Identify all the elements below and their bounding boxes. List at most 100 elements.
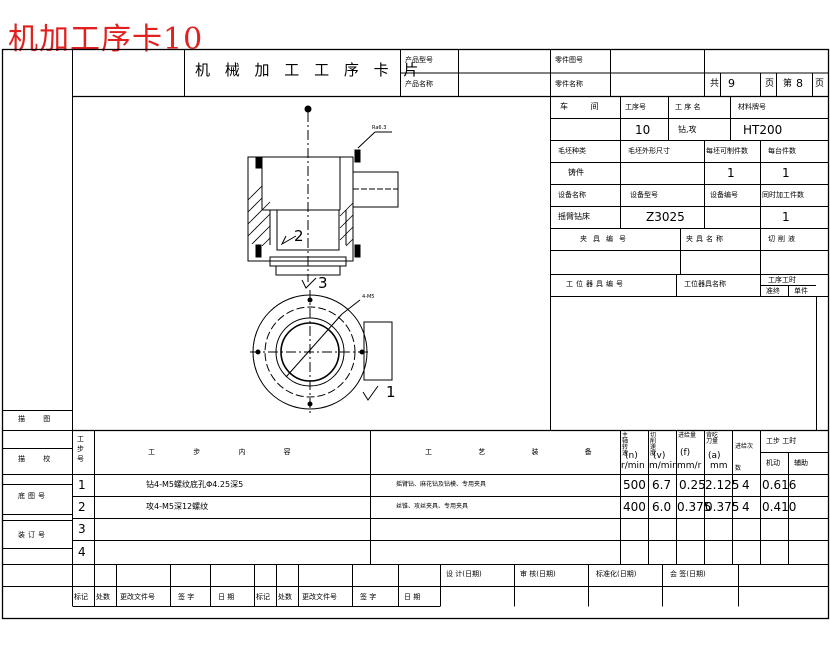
review-label: 审 核(日期): [520, 570, 556, 578]
page-unit: 页: [765, 79, 775, 89]
annotation-1: 1: [386, 383, 396, 401]
row-1-equipment: 摇臂钻、麻花钻及钻模、专用夹具: [396, 481, 487, 488]
roughness-label: Ra6.3: [372, 125, 387, 131]
row-1-passes: 4: [742, 478, 750, 492]
card-title: 机 械 加 工 工 序 卡 片: [195, 61, 424, 79]
col-depth-label: 背吃刀量: [706, 432, 719, 445]
workshop-label: 车 间: [560, 102, 609, 111]
op-no-label: 工序号: [625, 103, 646, 111]
row-2-cut: 6.0: [652, 500, 672, 514]
mark2-label: 标记: [256, 593, 270, 601]
row-2-feed: 0.375: [677, 500, 712, 514]
total-pages: 9: [728, 77, 735, 90]
coolant-label: 切削液: [768, 235, 798, 243]
current-label: 第: [783, 79, 793, 89]
col-time-aux: 辅助: [794, 459, 808, 467]
part-name-label: 零件名称: [555, 80, 583, 88]
time-unit-label: 单件: [794, 287, 808, 295]
col-process-equipment: 工 艺 装 备: [425, 448, 592, 456]
col-feed-unit: mm/r: [677, 461, 702, 471]
row-2-speed: 400: [623, 500, 646, 514]
col-step-time: 工步 工时: [766, 437, 797, 445]
op-name-value: 钻,攻: [678, 125, 697, 134]
label-binding: 装订号: [18, 531, 48, 539]
station-tool-no-label: 工位器具编号: [566, 280, 626, 288]
product-name-label: 产品名称: [405, 80, 433, 88]
row-2-passes: 4: [742, 500, 750, 514]
label-tracing-check: 描 校: [18, 455, 59, 463]
row-2-time-machine: 0.410: [762, 500, 797, 514]
change-doc-label: 更改文件号: [120, 593, 155, 601]
date-label: 日 期: [218, 593, 235, 601]
col-step-no: 工步号: [77, 435, 84, 463]
product-model-label: 产品型号: [405, 56, 433, 64]
sign-label: 签 字: [178, 593, 195, 601]
parts-per-blank-label: 每坯可制件数: [706, 147, 748, 155]
row-3-no: 3: [78, 522, 86, 536]
change-doc2-label: 更改文件号: [302, 593, 337, 601]
parts-per-unit-label: 每台件数: [768, 147, 796, 155]
total-label: 共: [710, 79, 720, 89]
material-label: 材料牌号: [738, 103, 766, 111]
col-time-machine: 机动: [766, 459, 780, 467]
blank-type-label: 毛坯种类: [558, 147, 586, 155]
time-label: 工序工时: [768, 276, 796, 284]
col-cut-label: 切削速度: [650, 432, 657, 457]
row-2-content: 攻4-M5深12螺纹: [146, 502, 209, 511]
col-speed-unit: r/min: [621, 461, 645, 471]
label-base-drawing: 底图号: [18, 492, 48, 500]
op-name-label: 工 序 名: [675, 103, 701, 111]
material-value: HT200: [743, 123, 783, 137]
blank-size-label: 毛坯外形尺寸: [628, 147, 670, 155]
date2-label: 日 期: [404, 593, 421, 601]
equipment-model-label: 设备型号: [630, 191, 658, 199]
current-page: 8: [796, 77, 803, 90]
equipment-name-value: 摇臂钻床: [558, 212, 590, 221]
row-1-time-machine: 0.616: [762, 478, 797, 492]
row-2-equipment: 丝锥、攻丝夹具、专用夹具: [396, 503, 469, 510]
equipment-no-label: 设备编号: [710, 191, 738, 199]
col-feed-sym: (f): [680, 448, 691, 458]
fixture-name-label: 夹具名称: [686, 235, 726, 243]
row-2-no: 2: [78, 500, 86, 514]
row-1-no: 1: [78, 478, 86, 492]
row-2-depth: 0.375: [705, 500, 740, 514]
col-cut-sym: (v): [653, 451, 666, 461]
annotation-3: 3: [318, 274, 328, 292]
col-feed-label: 进给量: [678, 432, 697, 439]
row-1-depth: 2.125: [705, 478, 740, 492]
part-drawing: [247, 105, 399, 289]
simultaneous-label: 同时加工件数: [762, 191, 804, 199]
row-1-content: 钻4-M5螺纹底孔Φ4.25深5: [146, 480, 244, 489]
sign2-label: 签 字: [360, 593, 377, 601]
row-1-feed: 0.25: [679, 478, 706, 492]
blank-type-value: 铸件: [568, 168, 584, 177]
page-title: 机加工序卡10: [8, 22, 204, 57]
time-quota-label: 准终: [766, 287, 780, 295]
parts-per-blank-value: 1: [727, 166, 735, 180]
count2-label: 处数: [278, 593, 292, 601]
col-step-content: 工 步 内 容: [148, 448, 291, 456]
equipment-model-value: Z3025: [646, 210, 685, 224]
annotation-2: 2: [294, 227, 304, 245]
row-4-no: 4: [78, 545, 86, 559]
current-unit: 页: [815, 79, 825, 89]
mark-label: 标记: [74, 593, 88, 601]
equipment-name-label: 设备名称: [558, 191, 586, 199]
countersign-label: 会 签(日期): [670, 570, 706, 578]
count-label: 处数: [96, 593, 110, 601]
col-cut-unit: m/min: [649, 461, 678, 471]
row-1-speed: 500: [623, 478, 646, 492]
row-1-cut: 6.7: [652, 478, 672, 492]
fixture-no-label: 夹具编号: [580, 235, 632, 243]
simultaneous-value: 1: [782, 210, 790, 224]
parts-per-unit-value: 1: [782, 166, 790, 180]
col-depth-sym: (a): [708, 451, 721, 461]
part-drawing-label: 零件图号: [555, 56, 583, 64]
col-depth-unit: mm: [710, 461, 728, 471]
standard-label: 标准化(日期): [596, 570, 637, 578]
op-no-value: 10: [635, 123, 651, 137]
col-passes: 进给次数: [735, 443, 754, 472]
col-speed-sym: (n): [625, 451, 638, 461]
